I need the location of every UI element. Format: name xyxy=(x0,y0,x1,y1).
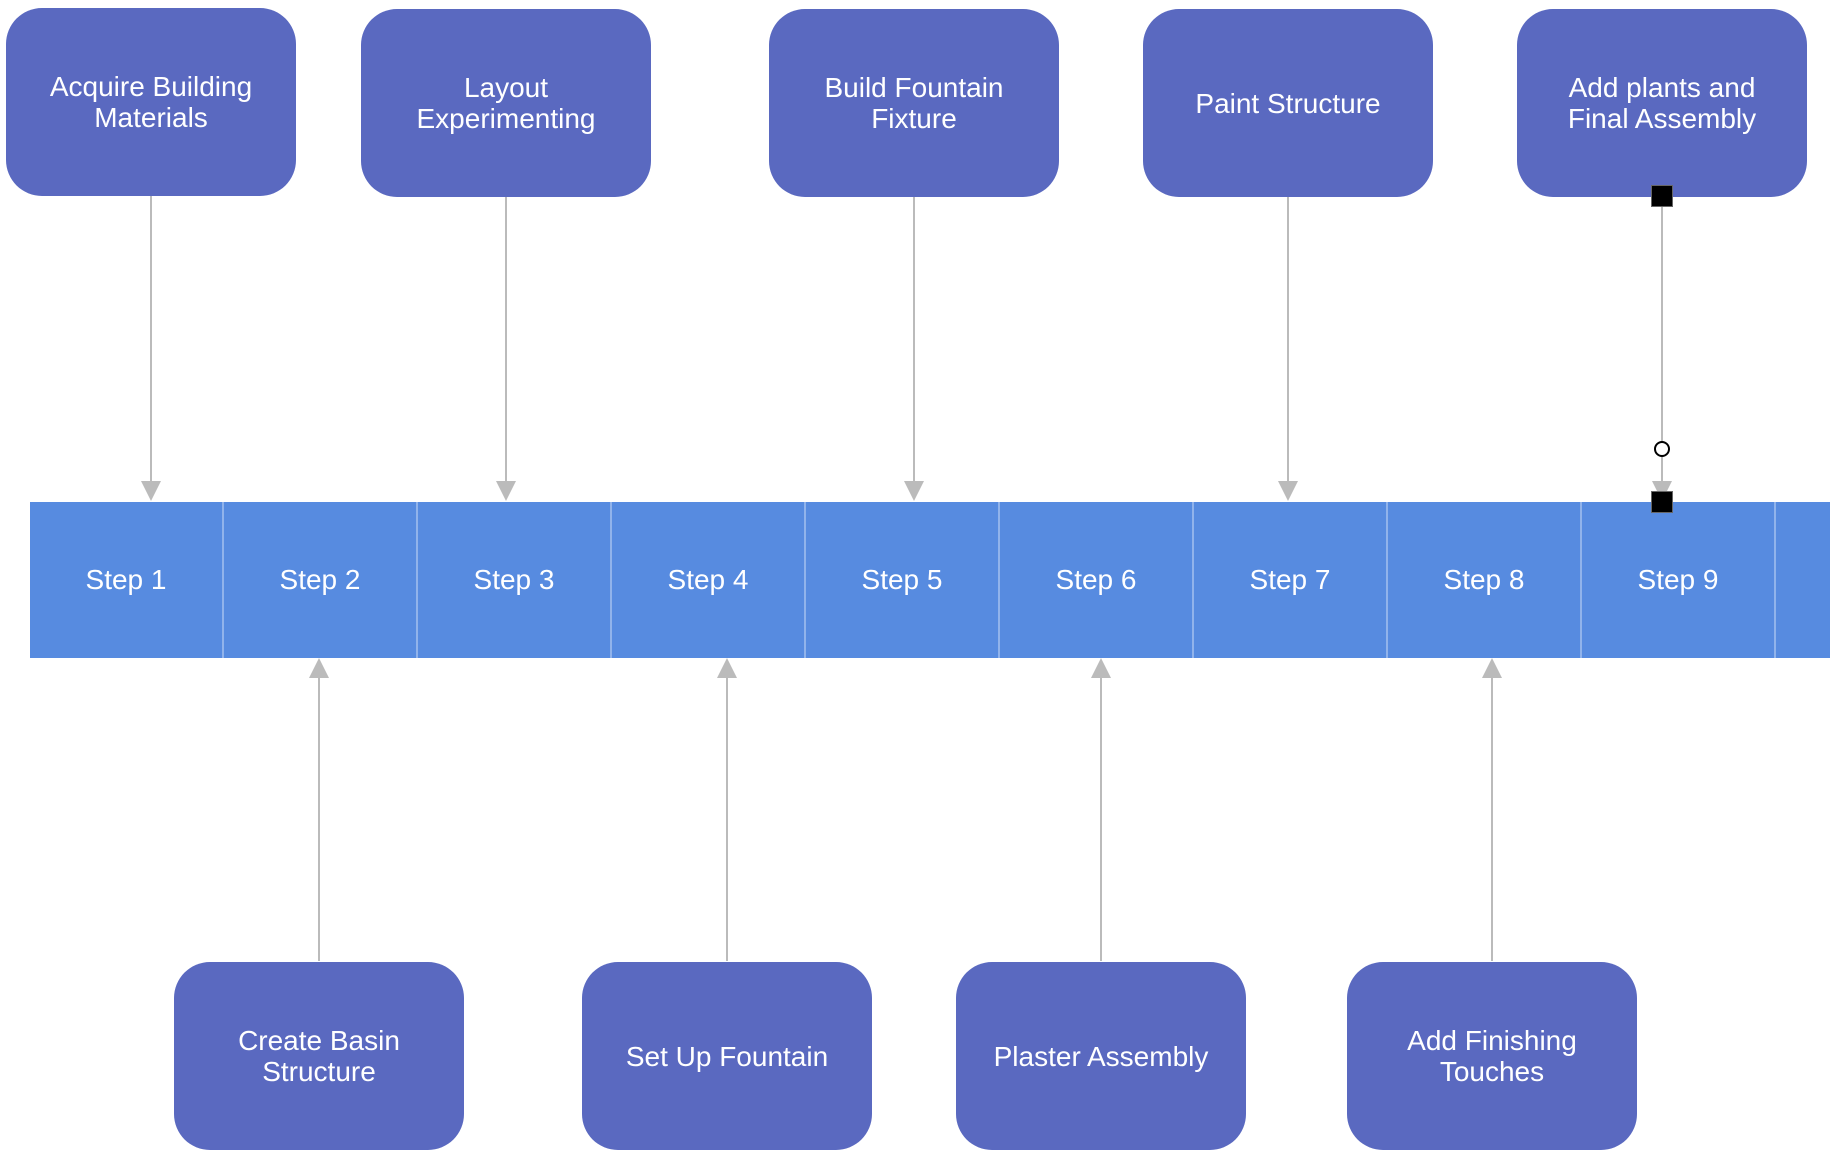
connector-bottom-1[interactable] xyxy=(309,658,329,961)
connector-end-handle[interactable] xyxy=(1651,491,1673,513)
bottom-step-label: Add Finishing Touches xyxy=(1407,1025,1577,1087)
connector-top-1[interactable] xyxy=(141,196,161,501)
top-step-box-3[interactable]: Build Fountain Fixture xyxy=(769,9,1059,197)
connector-midpoint-handle[interactable] xyxy=(1654,441,1670,457)
timeline-step-label: Step 1 xyxy=(85,564,167,595)
timeline-step-8[interactable]: Step 8 xyxy=(1388,502,1582,658)
bottom-step-box-3[interactable]: Plaster Assembly xyxy=(956,962,1246,1150)
timeline-step-6[interactable]: Step 6 xyxy=(1000,502,1194,658)
bottom-step-label: Plaster Assembly xyxy=(993,1040,1209,1072)
timeline-step-label: Step 4 xyxy=(667,564,749,595)
top-step-label: Add plants and Final Assembly xyxy=(1567,72,1757,134)
timeline-step-1[interactable]: Step 1 xyxy=(30,502,224,658)
top-step-label: Layout Experimenting xyxy=(416,72,596,134)
connector-bottom-3[interactable] xyxy=(1091,658,1111,961)
timeline-step-label: Step 5 xyxy=(861,564,943,595)
connector-top-2[interactable] xyxy=(496,197,516,501)
timeline-step-label: Step 2 xyxy=(279,564,361,595)
top-step-box-2[interactable]: Layout Experimenting xyxy=(361,9,651,197)
timeline-bar[interactable]: Step 1 Step 2 Step 3 Step 4 Step 5 Step … xyxy=(30,502,1830,658)
timeline-step-label: Step 6 xyxy=(1055,564,1137,595)
timeline-step-3[interactable]: Step 3 xyxy=(418,502,612,658)
timeline-step-label: Step 7 xyxy=(1249,564,1331,595)
top-step-box-1[interactable]: Acquire Building Materials xyxy=(6,8,296,196)
timeline-step-5[interactable]: Step 5 xyxy=(806,502,1000,658)
timeline-step-label: Step 3 xyxy=(473,564,555,595)
timeline-step-9[interactable]: Step 9 xyxy=(1582,502,1776,658)
timeline-step-2[interactable]: Step 2 xyxy=(224,502,418,658)
top-step-label: Build Fountain Fixture xyxy=(824,72,1004,134)
timeline-step-extra[interactable] xyxy=(1776,502,1830,658)
bottom-step-box-2[interactable]: Set Up Fountain xyxy=(582,962,872,1150)
connector-bottom-2[interactable] xyxy=(717,658,737,961)
connector-bottom-4[interactable] xyxy=(1482,658,1502,961)
bottom-step-box-4[interactable]: Add Finishing Touches xyxy=(1347,962,1637,1150)
timeline-step-4[interactable]: Step 4 xyxy=(612,502,806,658)
bottom-step-label: Create Basin Structure xyxy=(238,1025,400,1087)
connector-top-3[interactable] xyxy=(904,197,924,501)
timeline-step-label: Step 9 xyxy=(1637,564,1719,595)
connector-top-4[interactable] xyxy=(1278,197,1298,501)
timeline-step-label: Step 8 xyxy=(1443,564,1525,595)
connector-start-handle[interactable] xyxy=(1651,185,1673,207)
bottom-step-label: Set Up Fountain xyxy=(625,1040,829,1072)
timeline-step-7[interactable]: Step 7 xyxy=(1194,502,1388,658)
top-step-label: Paint Structure xyxy=(1195,87,1381,119)
top-step-box-4[interactable]: Paint Structure xyxy=(1143,9,1433,197)
top-step-label: Acquire Building Materials xyxy=(49,71,253,133)
bottom-step-box-1[interactable]: Create Basin Structure xyxy=(174,962,464,1150)
top-step-box-5[interactable]: Add plants and Final Assembly xyxy=(1517,9,1807,197)
